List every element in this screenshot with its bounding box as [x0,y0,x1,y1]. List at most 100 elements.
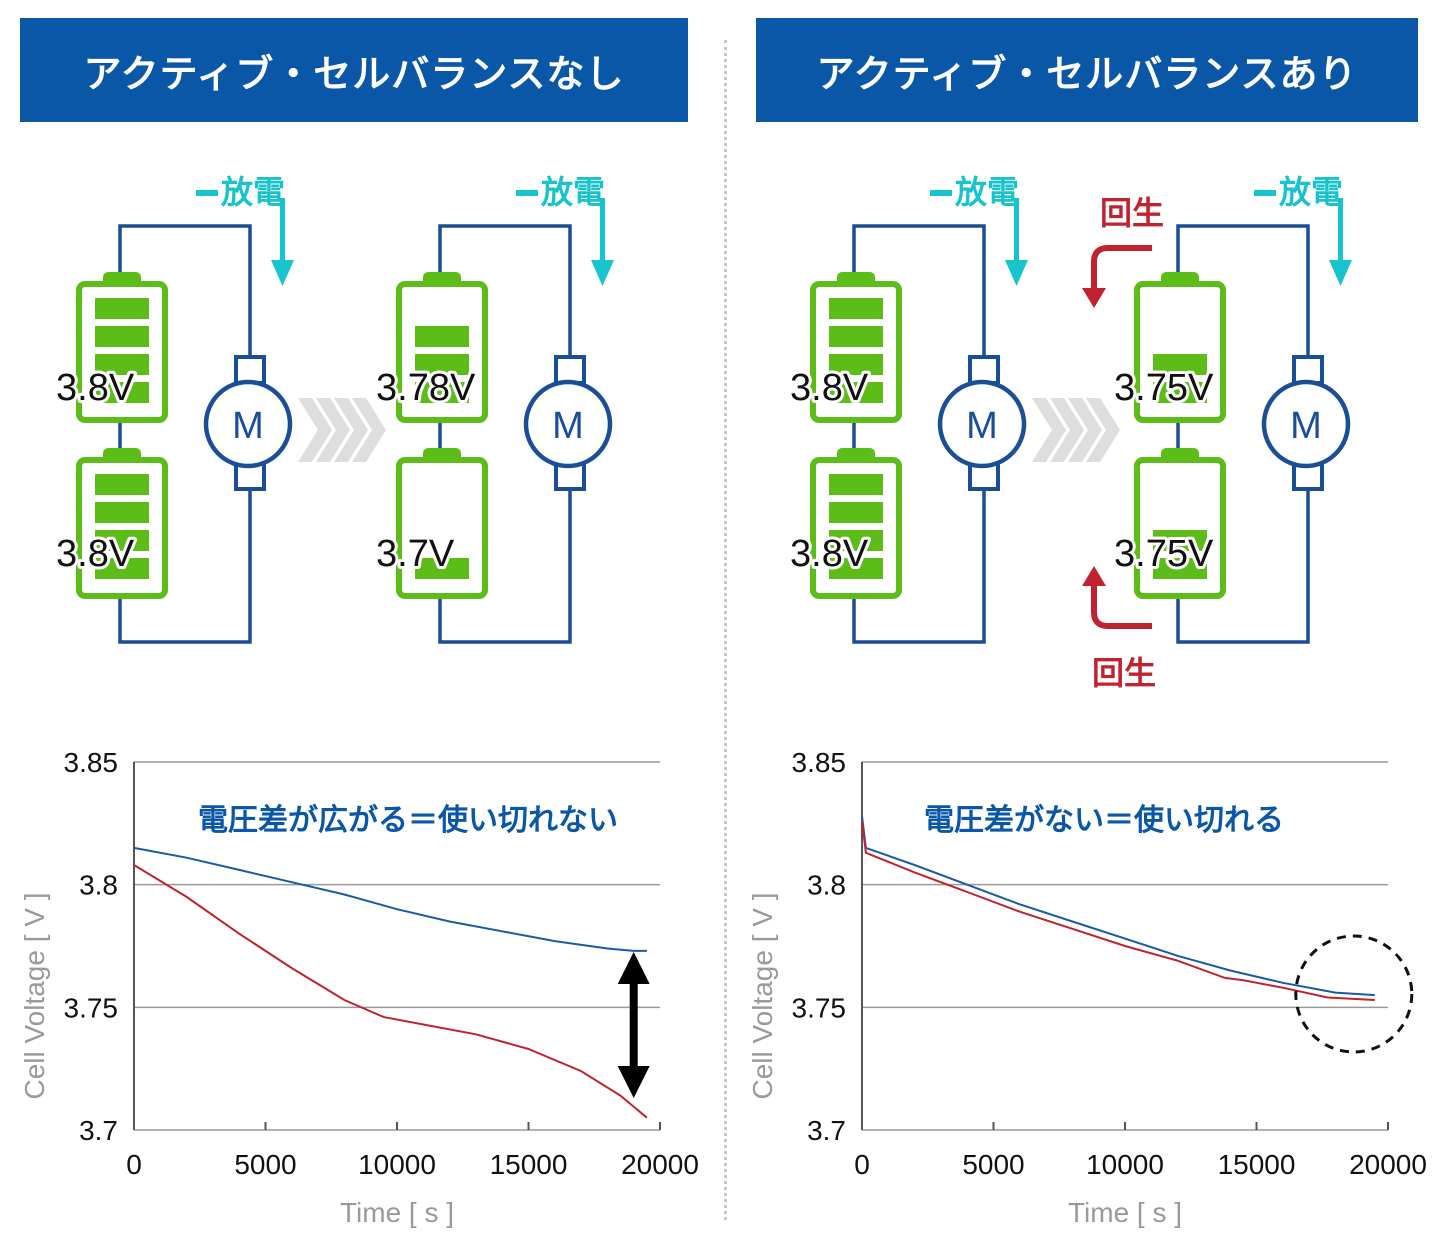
x-tick-label: 0 [126,1149,142,1180]
discharge-label: 放電 [541,173,605,211]
battery-level-bar [1153,382,1207,403]
discharge-label: 放電 [955,173,1019,211]
chevron-icon [1086,398,1120,462]
y-tick-label: 3.75 [792,992,847,1023]
panel-divider [724,40,727,1220]
chevron-icon [1068,398,1102,462]
discharge-arrow-shaft [1014,198,1019,268]
progress-chevrons [1032,398,1120,462]
wire-bottom [852,488,986,644]
battery-level-bar [829,530,883,551]
discharge-dash [930,190,952,196]
y-tick-label: 3.7 [79,1115,118,1146]
wire-top [1176,224,1310,358]
battery-level-bar [415,326,469,347]
chevron-icon [334,398,368,462]
series-line [133,864,648,1119]
banner-title: アクティブ・セルバランスなし [83,51,625,96]
y-tick-label: 3.8 [807,870,846,901]
chart-annotation: 電圧差が広がる＝使い切れない [198,803,618,838]
x-tick-label: 10000 [358,1149,436,1180]
x-tick-label: 5000 [962,1149,1024,1180]
x-tick-label: 20000 [621,1149,699,1180]
battery-level-bar [95,474,149,495]
battery-level-bar [95,382,149,403]
battery-level-bar [95,530,149,551]
chevron-icon [1032,398,1066,462]
banner-without-balance: アクティブ・セルバランスなし [20,18,688,122]
battery-level-bar [1153,354,1207,375]
bottom-cell-voltage: 3.7V [376,533,455,575]
x-tick-label: 15000 [1218,1149,1296,1180]
top-cell-voltage: 3.78V [376,367,476,409]
motor-icon [523,379,613,469]
motor-label: M [552,405,584,447]
discharge-arrow-shaft [1338,198,1343,268]
discharge-dash [516,190,538,196]
battery-level-bar [95,502,149,523]
motor-icon [203,379,293,469]
motor-terminal-bottom [1292,461,1324,491]
discharge-dash [1254,190,1276,196]
wire-top [118,224,252,358]
top-cell-voltage: 3.75V [1114,367,1214,409]
battery-level-bar [95,558,149,579]
bottom-cell-voltage: 3.8V [790,533,869,575]
motor-icon [937,379,1027,469]
wire-top [438,224,572,358]
discharge-label: 放電 [221,173,285,211]
battery-level-bar [829,382,883,403]
battery-level-bar [95,326,149,347]
motor-terminal-top [1292,355,1324,385]
regen-arrow-bottom [1091,584,1152,629]
battery-level-bar [415,558,469,579]
regen-arrow-head [1082,288,1106,308]
series-line [133,846,647,952]
battery-level-bar [829,474,883,495]
discharge-arrow-shaft [280,198,285,268]
progress-chevrons [298,398,386,462]
battery-level-bar [415,382,469,403]
regen-label-top: 回生 [1100,194,1164,232]
x-axis-label: Time [ s ] [1068,1197,1182,1228]
regen-arrow-top [1091,245,1152,290]
battery-level-bar [415,354,469,375]
chevron-icon [1050,398,1084,462]
regen-arrow-head [1082,566,1106,586]
discharge-arrow-head [591,260,614,286]
y-tick-label: 3.85 [64,747,119,778]
circuit-diagram: M 放電 3.78V 3.7V [373,173,614,644]
chart-annotation: 電圧差がない＝使い切れる [924,803,1284,838]
series-line [861,820,1375,1001]
x-tick-label: 0 [854,1149,870,1180]
x-tick-label: 10000 [1086,1149,1164,1180]
top-cell-voltage: 3.8V [790,367,869,409]
y-tick-label: 3.7 [807,1115,846,1146]
x-axis-label: Time [ s ] [340,1197,454,1228]
discharge-dash [196,190,218,196]
motor-icon [1261,379,1351,469]
wire-top [852,224,986,358]
chevron-icon [316,398,350,462]
battery-level-bar [95,354,149,375]
wire-bottom [1176,488,1310,644]
discharge-arrow-head [1005,260,1028,286]
circuit-diagram: M 放電 3.8V 3.8V [53,173,294,644]
chevron-icon [352,398,386,462]
bottom-cell-voltage: 3.8V [56,533,135,575]
motor-terminal-top [554,355,586,385]
top-cell-voltage: 3.8V [56,367,135,409]
banner-title: アクティブ・セルバランスあり [816,51,1358,96]
wire-bottom [438,488,572,644]
discharge-arrow-shaft [600,198,605,268]
highlight-circle [1294,934,1414,1054]
wire-bottom [118,488,252,644]
battery-level-bar [829,502,883,523]
motor-label: M [232,405,264,447]
x-tick-label: 15000 [490,1149,568,1180]
discharge-arrow-head [271,260,294,286]
